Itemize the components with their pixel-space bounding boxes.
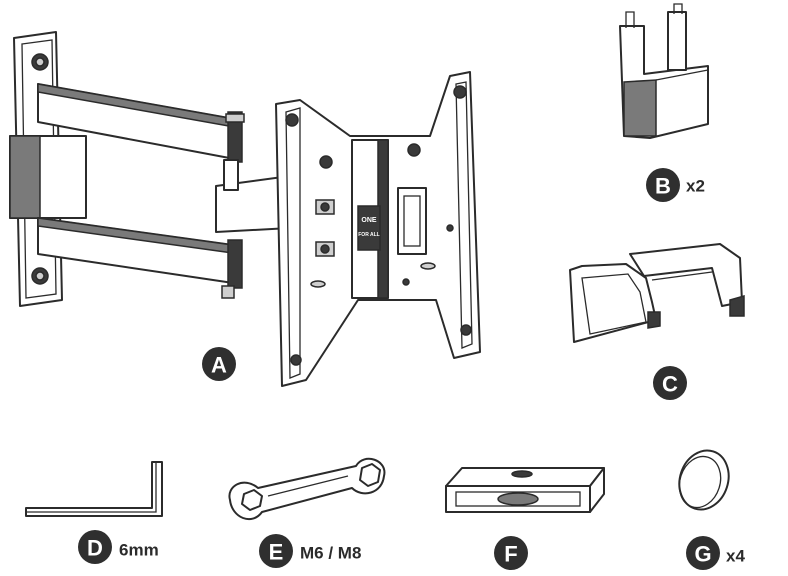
logo-line1: ONE [361, 217, 377, 224]
badge-b-letter: B [655, 174, 671, 199]
badge-c-letter: C [662, 372, 678, 397]
badge-g-letter: G [694, 542, 711, 567]
badge-a-letter: A [211, 353, 227, 378]
badge-b-qty: x2 [686, 177, 705, 196]
badge-e-size: M6 / M8 [300, 544, 361, 563]
wall-mount-bracket: ONE FOR ALL [9, 31, 481, 387]
badge-c: C [653, 366, 687, 400]
cable-clip [619, 3, 709, 139]
badge-g: G x4 [686, 536, 745, 570]
badge-d-letter: D [87, 536, 103, 561]
cap-washer [678, 449, 730, 511]
badge-d-size: 6mm [119, 541, 159, 560]
spirit-level [445, 467, 605, 513]
bracket-clip [569, 243, 745, 343]
badge-a: A [202, 347, 236, 381]
spanner-wrench [228, 457, 386, 521]
badge-e-letter: E [269, 540, 284, 565]
badge-d: D 6mm [78, 530, 159, 564]
allen-key [25, 461, 163, 517]
badge-b: B x2 [646, 168, 705, 202]
logo-line2: FOR ALL [358, 232, 379, 238]
badge-f: F [494, 536, 528, 570]
badge-f-letter: F [504, 542, 517, 567]
badge-e: E M6 / M8 [259, 534, 361, 568]
badge-g-qty: x4 [726, 547, 745, 566]
